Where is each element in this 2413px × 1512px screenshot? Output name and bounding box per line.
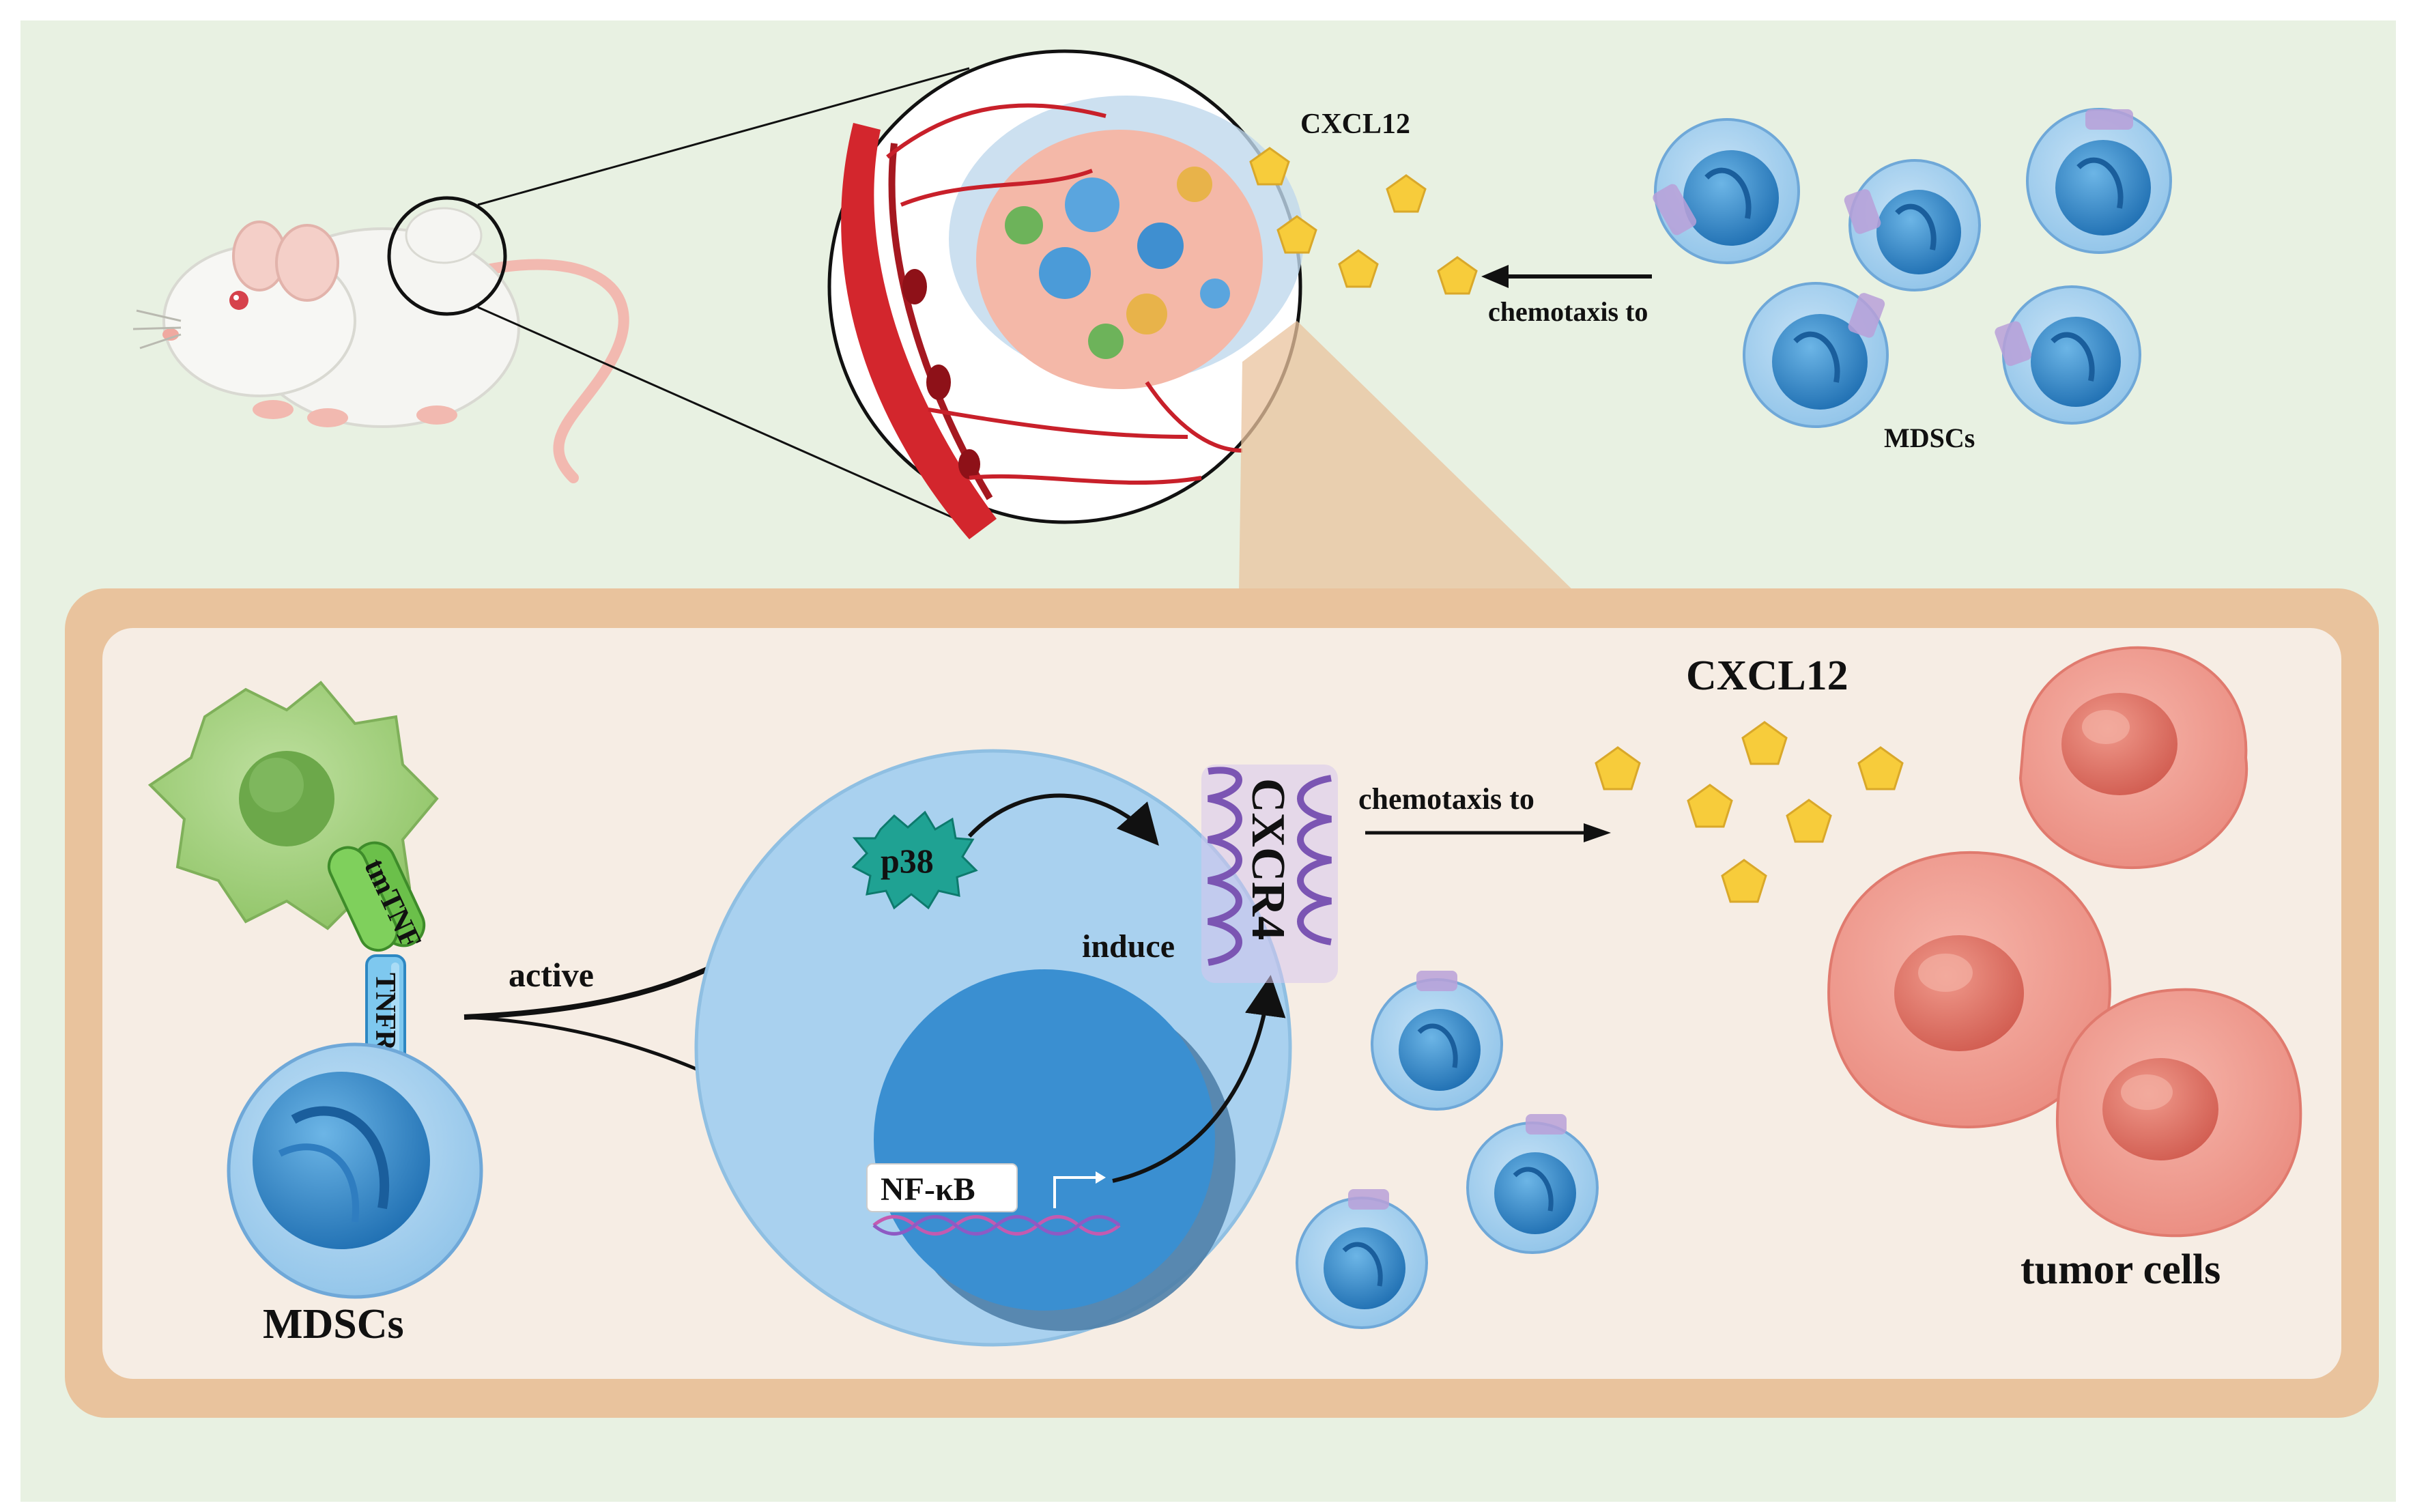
inset-cells (1005, 167, 1230, 359)
active-label: active (509, 956, 594, 994)
mdsc-cell-mechanism (694, 749, 1292, 1347)
cxcl12-pentagon (1721, 859, 1767, 903)
cxcl12-pentagon (1338, 249, 1379, 288)
cxcr4-receptor-tag (1844, 189, 1881, 234)
nfkb-transcription: NF-κB (866, 1163, 1121, 1236)
cxcl12-pentagon (1386, 174, 1427, 213)
p38-to-cxcr4-arrow (967, 793, 1159, 846)
mdsc-cell (1466, 1114, 1599, 1254)
cxcl12-pentagon (1857, 746, 1904, 790)
mdsc-cell (1296, 1189, 1428, 1329)
bottom-mdsc-group (1296, 971, 1599, 1329)
cxcr4-receptor-tag (1416, 971, 1457, 991)
cxcl12-pentagon (1249, 147, 1290, 186)
mdsc-cell (2026, 108, 2172, 254)
induce-label: induce (1082, 928, 1175, 965)
top-chemotaxis-label: chemotaxis to (1488, 296, 1648, 327)
cxcl12-pentagon (1786, 799, 1832, 843)
zoom-indicator (387, 67, 970, 520)
cxcr4-receptor-tag (1653, 184, 1697, 236)
tumor-cell-group (1827, 646, 2302, 1238)
cxcl12-pentagon (1276, 215, 1317, 254)
tumor-cell (2055, 988, 2302, 1238)
mdsc-cell (1653, 118, 1800, 264)
cxcr4-receptor-tag (1995, 321, 2031, 367)
bottom-mdsc-label: MDSCs (263, 1301, 404, 1347)
mdsc-cell (1371, 971, 1503, 1111)
tumor-cells-label: tumor cells (2021, 1246, 2221, 1293)
mdsc-cell-large (227, 1042, 483, 1299)
blood-vessel (841, 123, 997, 539)
mouse-illustration (132, 207, 629, 483)
bottom-cxcl12-label: CXCL12 (1686, 653, 1848, 699)
top-cxcl12-label: CXCL12 (1300, 109, 1410, 140)
top-mdsc-group (1653, 108, 2172, 428)
cxcr4-receptor-tag (1848, 293, 1885, 338)
top-mdsc-label: MDSCs (1884, 423, 1975, 453)
bottom-cxcl12-cluster (1595, 721, 1904, 903)
nfkb-label: NF-κB (881, 1171, 975, 1208)
bottom-chemotaxis-arrow (1365, 823, 1611, 842)
p38-kinase: p38 (851, 810, 978, 910)
mdsc-cell (1995, 285, 2141, 425)
tumor-microenvironment-inset (827, 49, 1304, 539)
bottom-chemotaxis-label: chemotaxis to (1358, 782, 1534, 816)
cxcr4-receptor-tag (2085, 109, 2133, 130)
cxcr4-label: CXCR4 (1242, 778, 1294, 940)
mdsc-cell (1844, 159, 1981, 291)
cxcl12-pentagon (1687, 784, 1733, 828)
mdsc-cell (1743, 282, 1889, 428)
cxcr4-receptor-tag (1526, 1114, 1567, 1135)
cxcl12-pentagon (1437, 256, 1478, 295)
zoom-wedge (1239, 321, 1577, 594)
cxcr4-receptor: CXCR4 (1201, 765, 1338, 983)
top-chemotaxis-arrow (1481, 265, 1652, 288)
cxcl12-pentagon (1595, 746, 1641, 790)
tumor-cell (1827, 851, 2111, 1128)
cxcl12-pentagon (1741, 721, 1788, 765)
top-cxcl12-cluster (1249, 147, 1478, 295)
tumor-cell (2018, 646, 2248, 870)
nfkb-to-cxcr4-arrow (1112, 975, 1286, 1183)
tmtnf-molecule: tmTNF (327, 841, 428, 954)
p38-label: p38 (881, 842, 934, 880)
cxcr4-receptor-tag (1348, 1189, 1389, 1210)
